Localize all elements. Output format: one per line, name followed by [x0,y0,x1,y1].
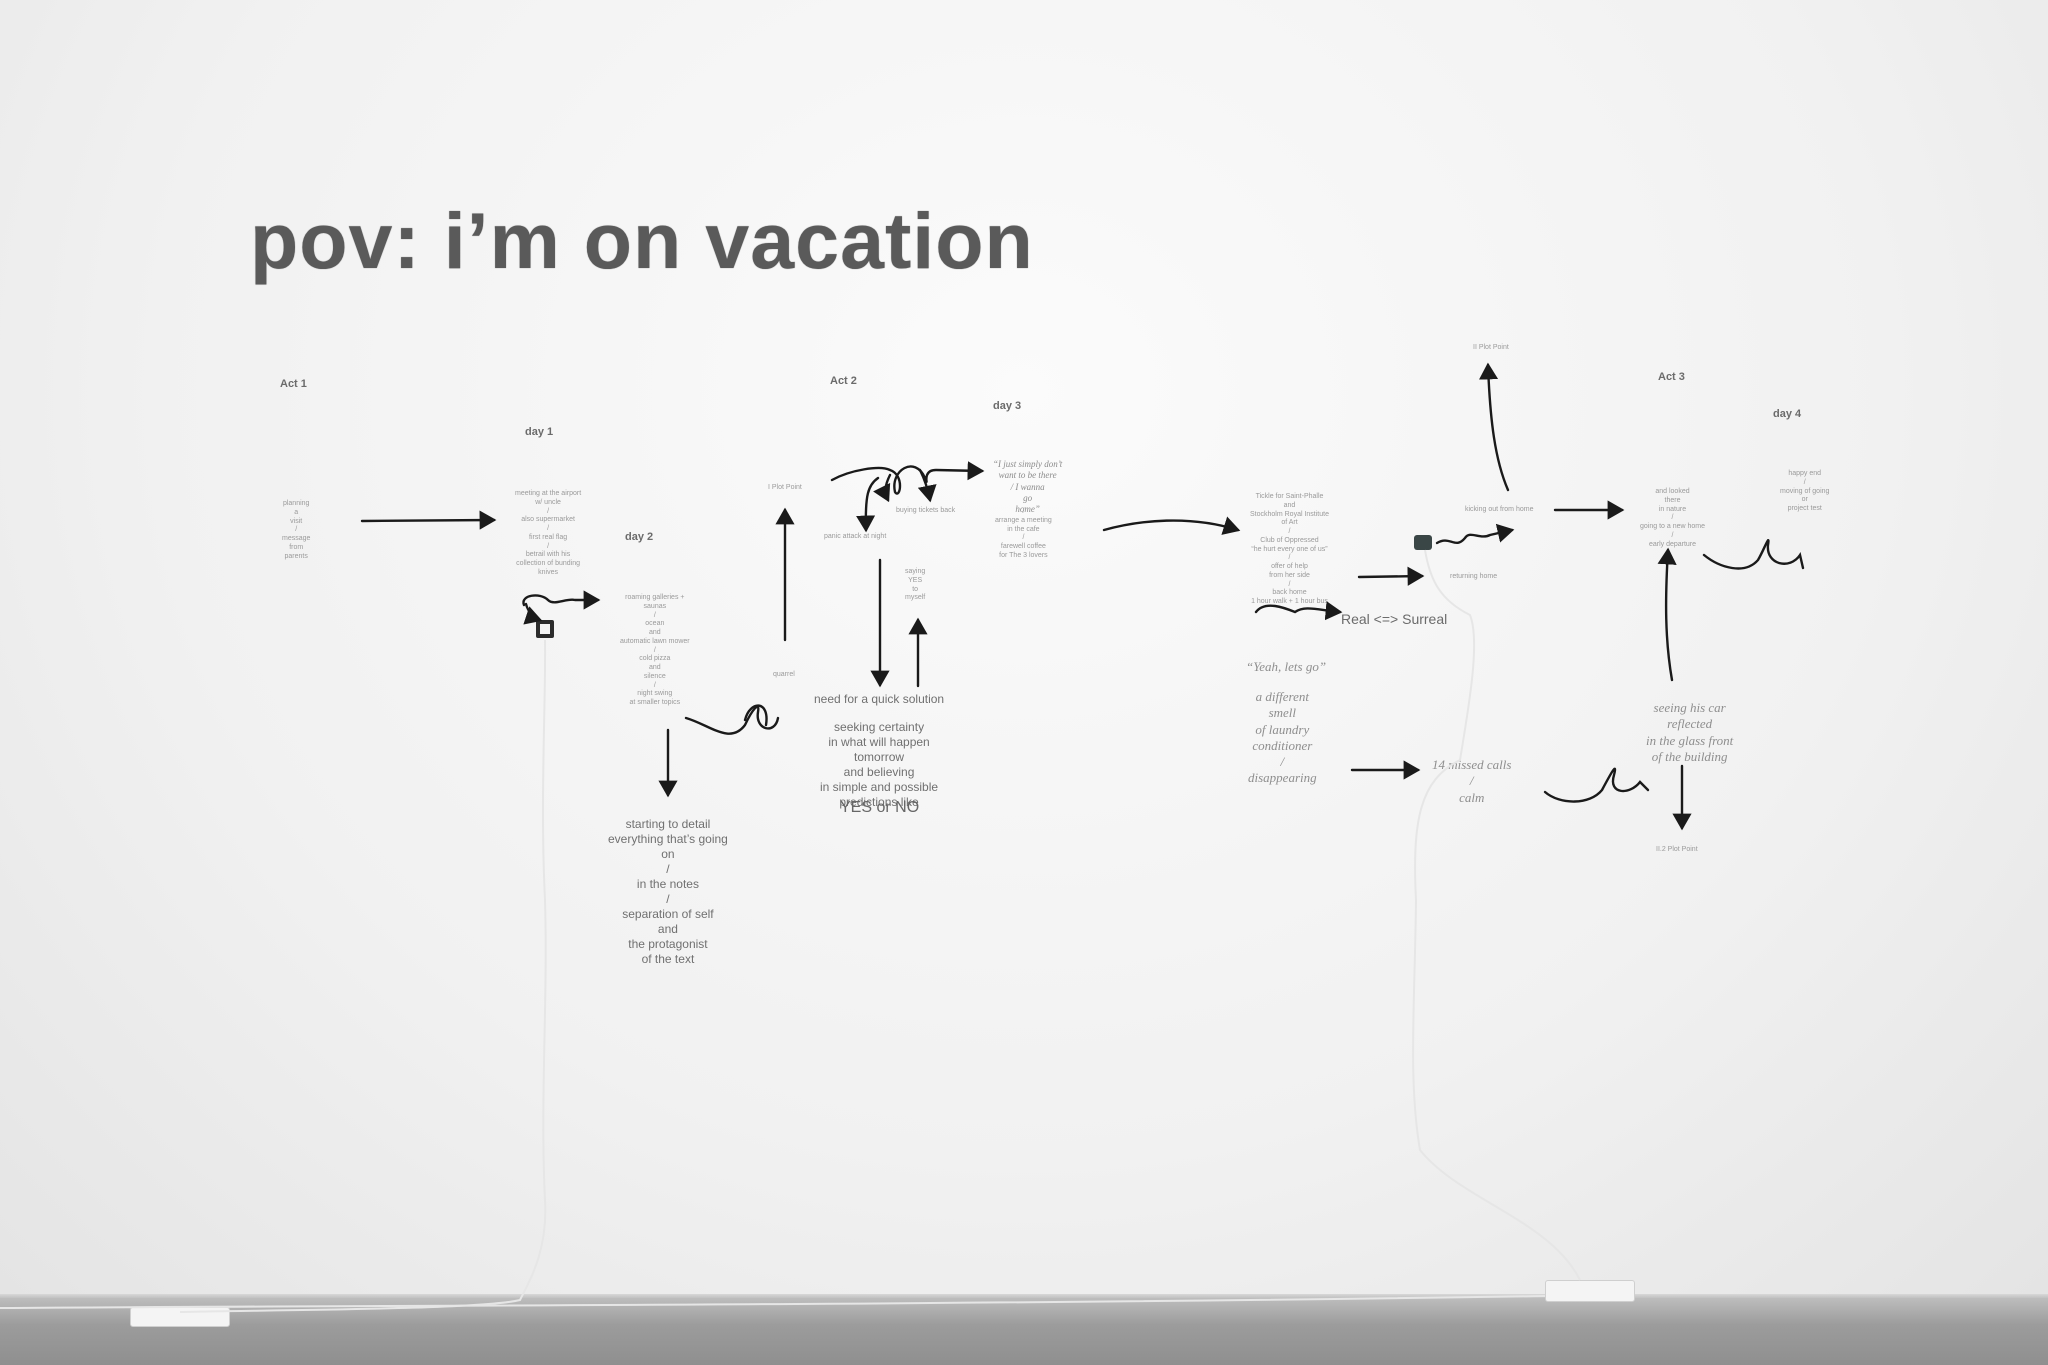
loop-squiggle-day2 [684,705,780,735]
act3-heading: Act 3 [1658,371,1685,383]
detail-text: starting to detail everything that’s goi… [608,817,728,966]
seeing-car-text: seeing his car reflected in the glass fr… [1646,700,1734,764]
day4-heading: day 4 [1773,408,1802,420]
yeah-lets-go-label: “Yeah, lets go” [1246,659,1327,674]
arrow-down-panic [855,476,880,533]
buying-tickets-label: buying tickets back [896,507,956,514]
real-surreal-label: Real <=> Surreal [1341,611,1448,627]
certainty-text: seeking certainty in what will happen to… [820,720,939,809]
saying-yes-label: saying YES to myself [905,568,926,602]
squiggle-speaker [1435,523,1515,545]
yes-no-label: YES or NO [840,799,920,816]
day1-heading: day 1 [525,426,554,438]
day3-quote: “I just simply don’t want to be there / … [993,459,1063,514]
gallery-wall [0,0,2048,1300]
loop-squiggle-day4 [1702,538,1805,570]
act3-left-note: Tickle for Saint-Phalle and Stockholm Ro… [1250,493,1329,605]
quarrel-label: quarrel [773,671,795,678]
day3-heading: day 3 [993,400,1022,412]
plot-point-1-label: I Plot Point [768,484,802,491]
arrow-down-to-sensor [523,602,543,625]
arrow-to-day1 [360,510,497,530]
loops-act2 [830,461,985,495]
act2-heading: Act 2 [830,375,857,387]
squiggle-real [1254,601,1343,621]
plot-point-2-label: II Plot Point [1473,344,1509,351]
power-strip-right [1545,1280,1635,1302]
day3-note: / arrange a meeting in the cafe / farewe… [995,508,1052,559]
day2-heading: day 2 [625,531,654,543]
day4-left-note: and looked there in nature / going to a … [1640,488,1705,548]
cable-right [1412,549,1581,1281]
act1-heading: Act 1 [280,378,307,390]
arrow-up-plot2 [1478,362,1510,492]
day1-note: meeting at the airport w/ uncle / also s… [515,490,582,576]
cable-left [179,639,547,1313]
arrow-to-returning [1357,566,1425,586]
returning-home-label: returning home [1450,573,1498,580]
day2-note: roaming galleries + saunas / ocean and a… [620,594,690,706]
quick-solution-label: need for a quick solution [814,692,945,706]
plot-point-3-label: II.2 Plot Point [1656,846,1698,853]
wall-title: pov: i’m on vacation [250,196,1034,285]
squiggle-day1-day2 [522,590,601,610]
laundry-text: a different smell of laundry conditioner… [1248,689,1317,786]
loop-squiggle-calls [1543,767,1650,803]
kicking-out-label: kicking out from home [1465,506,1534,513]
day4-right-note: happy end / moving of going or project t… [1780,470,1830,512]
panic-label: panic attack at night [824,533,887,540]
wall-baseboard [0,1294,2048,1300]
act1-start-note: planning a visit / message from parents [282,500,311,560]
arrow-up-seeing [1657,547,1677,682]
wall-speaker-device [1414,535,1432,550]
arrow-to-act3 [1102,516,1241,535]
